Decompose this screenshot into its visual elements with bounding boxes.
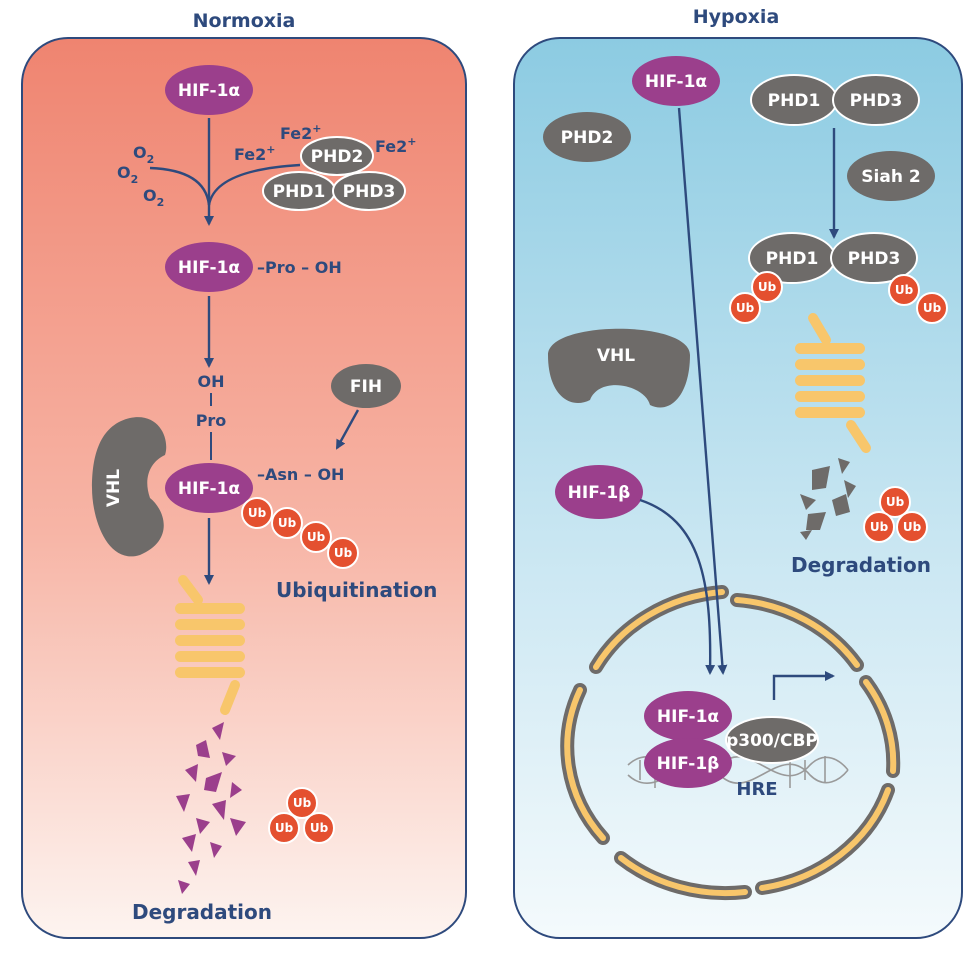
svg-text:HIF-1α: HIF-1α <box>645 72 707 92</box>
o2-labels: O2 O2 O2 <box>117 143 164 209</box>
siah2-node: Siah 2 <box>847 151 935 201</box>
svg-text:Ub: Ub <box>758 280 777 294</box>
ub-chain-normoxia: Ub Ub Ub Ub <box>241 497 359 569</box>
hre-label: HRE <box>736 779 777 800</box>
hif1a-node-hypoxia: HIF-1α <box>632 56 720 106</box>
arrow-transcription <box>772 671 835 700</box>
hif1b-node-nucleus: HIF-1β <box>644 738 732 788</box>
svg-text:HIF-1β: HIF-1β <box>657 754 720 774</box>
pro-label: Pro <box>196 411 227 430</box>
svg-text:PHD1: PHD1 <box>766 249 819 269</box>
svg-text:VHL: VHL <box>104 469 124 507</box>
svg-text:VHL: VHL <box>597 346 635 366</box>
svg-text:p300/CBP: p300/CBP <box>726 731 818 751</box>
svg-text:Ub: Ub <box>307 530 326 544</box>
svg-text:Fe2+: Fe2+ <box>234 143 275 164</box>
svg-text:Ub: Ub <box>293 796 312 810</box>
nuclear-envelope <box>560 585 901 901</box>
svg-text:HIF-1β: HIF-1β <box>568 483 631 503</box>
svg-text:PHD1: PHD1 <box>768 91 821 111</box>
proteasome-hypoxia <box>795 313 871 453</box>
fe-labels: Fe2+ Fe2+ Fe2+ <box>234 122 416 164</box>
ub-on-phd: Ub Ub Ub Ub <box>729 271 948 324</box>
normoxia-panel: Normoxia HIF-1α O2 O2 O2 Fe2+ Fe2+ Fe2+ … <box>21 10 467 939</box>
svg-text:Fe2+: Fe2+ <box>375 135 416 156</box>
vhl-shape-normoxia: VHL <box>92 417 167 557</box>
svg-text:PHD3: PHD3 <box>343 182 396 202</box>
arrow-hif1b-translocation <box>639 498 716 675</box>
degradation-fragments-hypoxia <box>800 458 856 540</box>
p300-cbp-node: p300/CBP <box>725 716 819 764</box>
svg-text:PHD3: PHD3 <box>850 91 903 111</box>
degradation-label-hypoxia: Degradation <box>791 553 931 577</box>
svg-text:O2: O2 <box>133 143 154 166</box>
hif1a-node-bound: HIF-1α <box>165 463 253 513</box>
phd1-phd3-pair-bottom: PHD1 PHD3 <box>748 232 918 284</box>
svg-text:PHD2: PHD2 <box>561 128 614 148</box>
svg-text:Ub: Ub <box>310 821 329 835</box>
free-ub-hypoxia: Ub Ub Ub <box>863 486 928 543</box>
svg-text:Ub: Ub <box>278 516 297 530</box>
svg-text:PHD2: PHD2 <box>311 147 364 167</box>
arrow-hif1a-translocation <box>677 107 728 675</box>
hif1b-node-free: HIF-1β <box>555 465 643 519</box>
fih-node: FIH <box>331 364 401 408</box>
svg-text:Ub: Ub <box>334 546 353 560</box>
free-ub-normoxia: Ub Ub Ub <box>268 787 335 844</box>
hif1a-node-nucleus: HIF-1α <box>644 691 732 741</box>
svg-text:Ub: Ub <box>275 821 294 835</box>
asn-oh-label: –Asn – OH <box>257 465 344 484</box>
svg-text:Ub: Ub <box>886 495 905 509</box>
svg-text:HIF-1α: HIF-1α <box>178 81 240 101</box>
hif1a-node-hydroxylated: HIF-1α <box>165 242 253 292</box>
hypoxia-panel: Hypoxia HIF-1α PHD2 PHD1 PHD3 Siah 2 PHD… <box>513 6 963 939</box>
svg-text:Ub: Ub <box>736 301 755 315</box>
pro-oh-label: –Pro – OH <box>257 258 342 277</box>
svg-text:Ub: Ub <box>895 283 914 297</box>
svg-text:HIF-1α: HIF-1α <box>178 258 240 278</box>
svg-text:Siah 2: Siah 2 <box>861 167 920 187</box>
svg-text:HIF-1α: HIF-1α <box>178 479 240 499</box>
degradation-label-normoxia: Degradation <box>132 900 272 924</box>
svg-text:FIH: FIH <box>350 377 382 397</box>
svg-text:Ub: Ub <box>248 506 267 520</box>
arrow-fih <box>335 409 360 450</box>
svg-text:O2: O2 <box>117 163 138 186</box>
svg-text:Ub: Ub <box>923 301 942 315</box>
phd-cluster-normoxia: PHD2 PHD1 PHD3 <box>262 136 406 211</box>
phd2-node-hypoxia: PHD2 <box>543 112 631 162</box>
svg-text:PHD3: PHD3 <box>848 249 901 269</box>
phd1-phd3-pair-top: PHD1 PHD3 <box>750 74 920 126</box>
o2-curve <box>149 166 211 206</box>
svg-text:HIF-1α: HIF-1α <box>657 707 719 727</box>
ubiquitination-label: Ubiquitination <box>276 578 437 602</box>
degradation-fragments-normoxia <box>176 722 246 894</box>
normoxia-title: Normoxia <box>193 10 296 32</box>
svg-text:Ub: Ub <box>870 520 889 534</box>
svg-text:O2: O2 <box>143 186 164 209</box>
svg-text:PHD1: PHD1 <box>273 182 326 202</box>
vhl-shape-hypoxia: VHL <box>548 328 690 408</box>
proteasome-normoxia <box>175 575 245 715</box>
fe-curve <box>207 163 301 206</box>
oh-label: OH <box>198 372 225 391</box>
hif1a-node-top: HIF-1α <box>165 65 253 115</box>
svg-text:Fe2+: Fe2+ <box>280 122 321 143</box>
svg-text:Ub: Ub <box>903 520 922 534</box>
hypoxia-title: Hypoxia <box>693 6 780 28</box>
